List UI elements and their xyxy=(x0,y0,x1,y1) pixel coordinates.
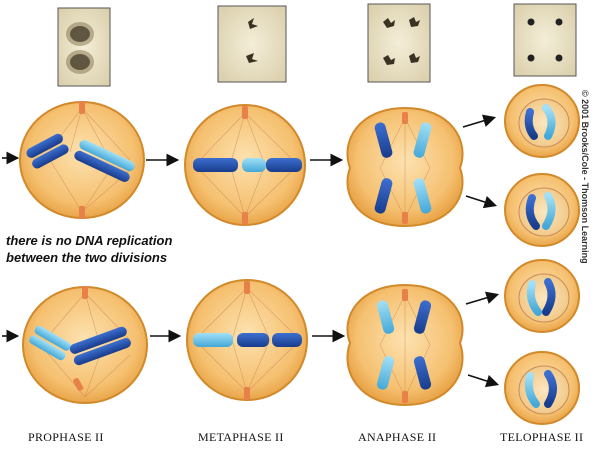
cell-telophase-4 xyxy=(504,351,580,425)
label-metaphase-ii: METAPHASE II xyxy=(198,430,284,444)
micrograph-anaphase xyxy=(367,3,431,83)
chromatid-light xyxy=(376,300,395,334)
centriole xyxy=(73,378,84,391)
chromatid-dark xyxy=(374,122,393,158)
cell-telophase-2 xyxy=(504,173,580,247)
micrograph-prophase xyxy=(57,7,111,87)
cell-anaphase-bottom xyxy=(346,283,464,407)
arrow-anaphase-to-telophase-4 xyxy=(467,374,500,388)
annotation-no-dna-replication: there is no DNA replication between the … xyxy=(6,232,246,266)
chromosome-light xyxy=(29,325,71,361)
micrograph-telophase xyxy=(513,3,577,77)
centriole xyxy=(242,106,248,119)
chromosome-mixed xyxy=(69,326,131,366)
label-anaphase-ii: ANAPHASE II xyxy=(358,430,437,444)
centriole xyxy=(244,387,250,400)
centriole xyxy=(244,281,250,294)
centriole xyxy=(242,212,248,225)
arrow-anaphase-to-telophase-3 xyxy=(465,291,500,305)
centriole xyxy=(402,391,408,403)
annotation-line-2: between the two divisions xyxy=(6,250,168,265)
chromatid-dark xyxy=(374,178,393,214)
cell-telophase-3 xyxy=(504,259,580,333)
chromosome-dark xyxy=(272,333,302,347)
centriole xyxy=(79,101,85,114)
cell-prophase-top xyxy=(19,101,145,219)
cell-prophase-bottom xyxy=(22,286,148,404)
centriole xyxy=(79,206,85,219)
chromatid-dark xyxy=(413,356,432,390)
centriole xyxy=(402,112,408,124)
centriole xyxy=(82,286,88,299)
chromatid-light xyxy=(413,122,432,158)
chromatid-light xyxy=(376,356,395,390)
label-prophase-ii: PROPHASE II xyxy=(28,430,104,444)
copyright-credit: © 2001 Brooks/Cole - Thomson Learning xyxy=(580,90,590,264)
chromosome-dark xyxy=(266,158,302,172)
cell-metaphase-bottom xyxy=(186,279,308,401)
cell-telophase-1 xyxy=(504,84,580,158)
chromosome-dark xyxy=(193,158,238,172)
chromosome-mixed xyxy=(74,139,135,182)
centriole xyxy=(402,289,408,301)
chromatid-light xyxy=(413,178,432,214)
chromosome-light xyxy=(242,158,266,172)
cell-anaphase-top xyxy=(346,106,464,228)
chromosome-dark xyxy=(26,133,69,169)
arrow-anaphase-to-telophase-1 xyxy=(462,114,497,128)
arrow-anaphase-to-telophase-2 xyxy=(465,195,498,209)
cell-metaphase-top xyxy=(184,104,306,226)
centriole xyxy=(402,212,408,224)
chromosome-dark xyxy=(237,333,269,347)
chromatid-dark xyxy=(413,300,432,334)
annotation-line-1: there is no DNA replication xyxy=(6,233,173,248)
label-telophase-ii: TELOPHASE II xyxy=(500,430,584,444)
chromosome-light xyxy=(193,333,233,347)
micrograph-metaphase xyxy=(217,5,287,83)
